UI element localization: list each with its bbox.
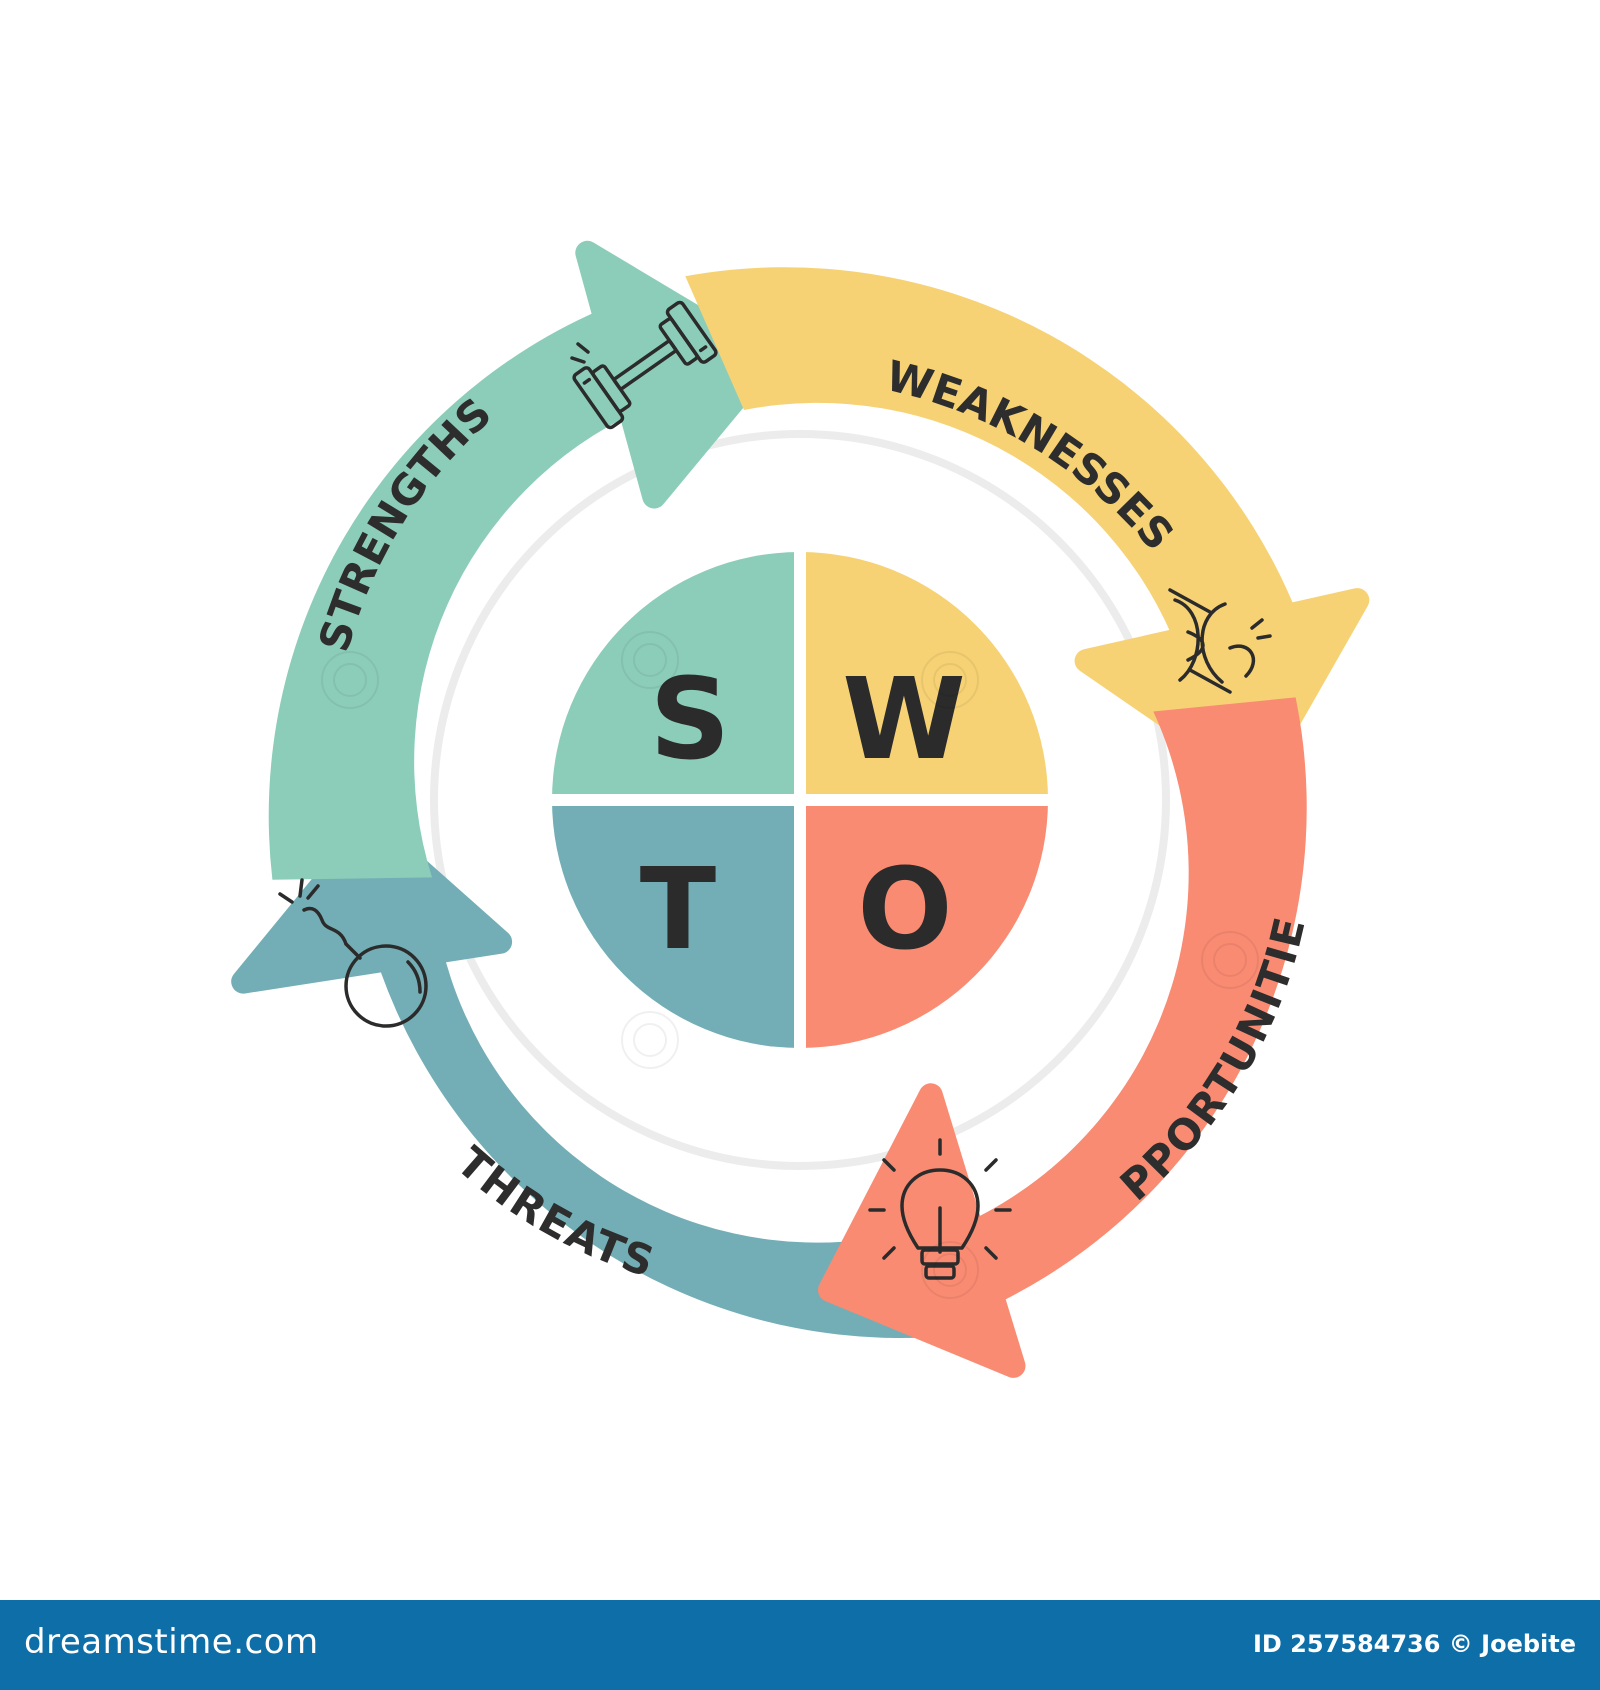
dumbbell-spark-icon: [570, 342, 590, 364]
strengths-arc: [268, 306, 640, 880]
dumbbell-icon: [572, 300, 718, 430]
stock-footer-bar: dreamstime.com ID 257584736 © Joebite: [0, 1600, 1600, 1690]
quadrant-s: [552, 552, 800, 800]
quadrant-w: [800, 552, 1048, 800]
letter-s: S: [650, 655, 731, 785]
inner-shadow-ring: [430, 430, 1170, 1170]
letter-w: W: [842, 655, 966, 785]
footer-stock-id: ID 257584736 © Joebite: [1252, 1630, 1576, 1658]
opportunities-arc: [930, 697, 1307, 1321]
quadrant-t: [552, 800, 800, 1048]
letter-o: O: [857, 845, 952, 975]
weaknesses-arc: [685, 267, 1296, 669]
swot-center-circle: S W T O: [545, 545, 1055, 1055]
lightbulb-icon: [868, 1138, 1012, 1280]
quadrant-o: [800, 800, 1048, 1048]
watermark-pattern: [321, 631, 1259, 1299]
footer-brand: dreamstime.com: [24, 1622, 319, 1662]
threats-arrowhead: [231, 814, 513, 994]
letter-t: T: [640, 845, 716, 975]
swot-cycle-diagram: S W T O STRENGTHS WEAKNESSES OPPORTUNITI…: [0, 0, 1370, 1378]
bomb-icon: [278, 878, 428, 1028]
broken-chain-icon: [1168, 588, 1272, 694]
